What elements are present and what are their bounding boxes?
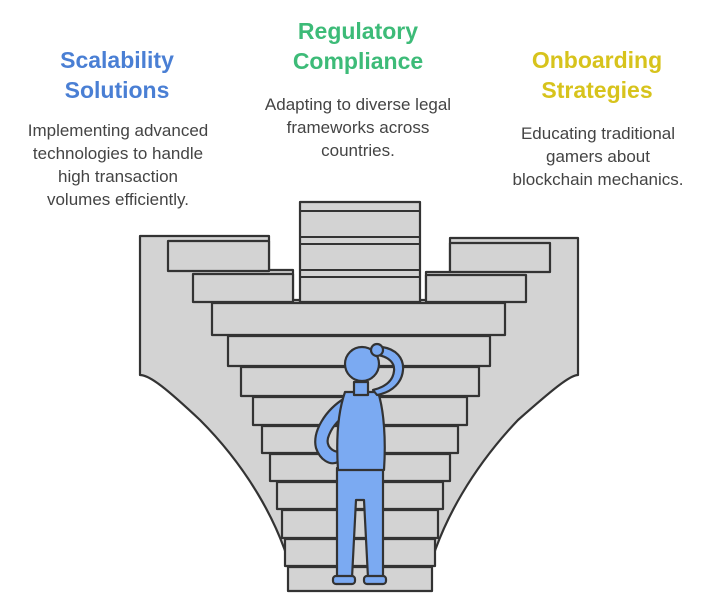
scalability-solutions-title: Scalability Solutions	[17, 45, 217, 105]
regulatory-compliance-description: Adapting to diverse legal frameworks acr…	[247, 93, 469, 162]
desc-line: blockchain mechanics.	[512, 170, 684, 189]
title-line: Strategies	[541, 77, 653, 103]
title-line: Scalability	[60, 47, 174, 73]
tower-step-lines	[300, 210, 420, 278]
regulatory-compliance-title: Regulatory Compliance	[258, 16, 458, 76]
desc-line: technologies to handle	[32, 144, 204, 163]
person-scratching-head-icon	[314, 342, 405, 586]
staircase-structure-icon	[138, 200, 580, 593]
desc-line: Implementing advanced	[27, 121, 209, 140]
title-line: Compliance	[292, 48, 424, 74]
desc-line: frameworks across	[286, 118, 430, 137]
desc-line: Educating traditional	[520, 124, 676, 143]
onboarding-strategies-description: Educating traditional gamers about block…	[492, 122, 704, 191]
desc-line: volumes efficiently.	[46, 190, 190, 209]
desc-line: countries.	[321, 141, 395, 160]
title-line: Regulatory	[297, 18, 419, 44]
desc-line: gamers about	[546, 147, 650, 166]
desc-line: Adapting to diverse legal	[264, 95, 452, 114]
title-line: Solutions	[64, 77, 170, 103]
title-line: Onboarding	[531, 47, 663, 73]
onboarding-strategies-title: Onboarding Strategies	[497, 45, 697, 105]
desc-line: high transaction	[57, 167, 179, 186]
scalability-solutions-description: Implementing advanced technologies to ha…	[2, 119, 234, 211]
